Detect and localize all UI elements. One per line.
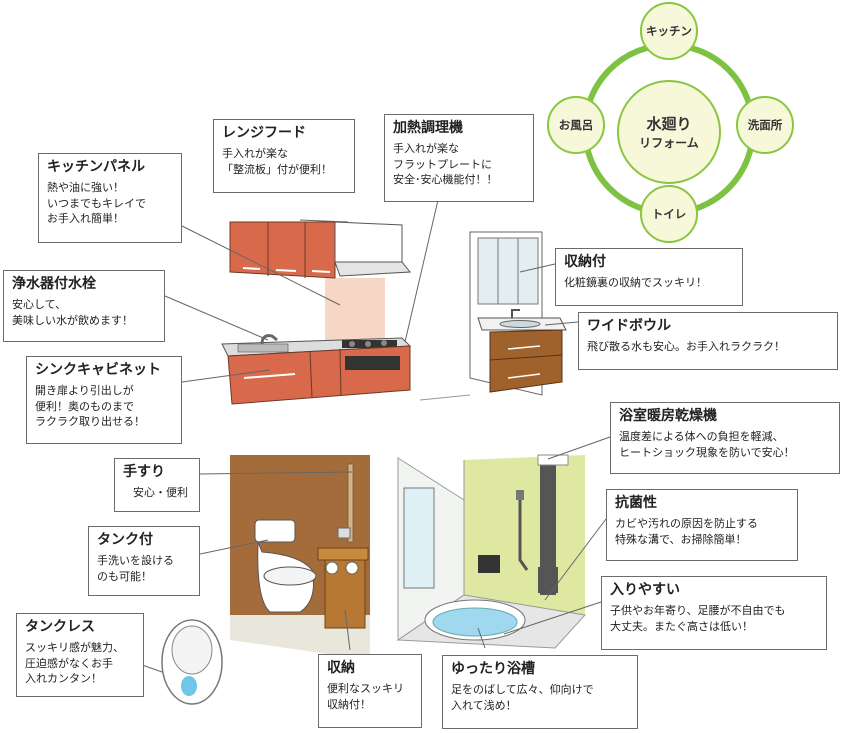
bathroom-illustration — [396, 454, 586, 649]
callout-body: 子供やお年寄り、足腰が不自由でも 大丈夫。またぐ高さは低い！ — [610, 604, 786, 633]
callout-sink-cabinet: シンクキャビネット 開き扉より引出しが 便利！奥のものまで ラクラク取り出せる！ — [26, 356, 182, 444]
callout-body: 化粧鏡裏の収納でスッキリ！ — [564, 276, 707, 289]
callout-title: 収納付 — [564, 254, 606, 270]
callout-title: タンクレス — [25, 619, 95, 635]
callout-tankless: タンクレス スッキリ感が魅力、 圧迫感がなくお手 入れカンタン！ — [16, 613, 144, 697]
callout-title: シンクキャビネット — [35, 362, 161, 378]
hub-center: 水廻り リフォーム — [617, 80, 721, 184]
callout-title: 入りやすい — [610, 582, 680, 598]
callout-title: ワイドボウル — [587, 318, 671, 334]
callout-body: 温度差による体への負担を軽減、 ヒートショック現象を防いで安心！ — [619, 430, 795, 459]
callout-body: スッキリ感が魅力、 圧迫感がなくお手 入れカンタン！ — [25, 641, 124, 685]
callout-easy-entry: 入りやすい 子供やお年寄り、足腰が不自由でも 大丈夫。またぐ高さは低い！ — [601, 576, 827, 650]
callout-title: 収納 — [327, 660, 355, 676]
callout-antibacterial: 抗菌性 カビや汚れの原因を防止する 特殊な溝で、お掃除簡単！ — [606, 489, 798, 561]
callout-body: 熱や油に強い！ いつまでもキレイで お手入れ簡単！ — [47, 181, 146, 225]
callout-body: 開き扉より引出しが 便利！奥のものまで ラクラク取り出せる！ — [35, 384, 145, 428]
callout-body: 飛び散る水も安心。お手入れラクラク！ — [587, 340, 785, 353]
callout-bath-dryer: 浴室暖房乾燥機 温度差による体への負担を軽減、 ヒートショック現象を防いで安心！ — [610, 402, 840, 474]
callout-body: 手入れが楽な 「整流板」付が便利！ — [222, 147, 332, 176]
callout-body: カビや汚れの原因を防止する 特殊な溝で、お掃除簡単！ — [615, 517, 758, 546]
callout-handrail: 手すり 安心・便利 — [114, 458, 200, 512]
callout-cooker: 加熱調理機 手入れが楽な フラットプレートに 安全･安心機能付！！ — [384, 114, 534, 202]
toilet-room-illustration — [230, 455, 370, 660]
callout-title: 手すり — [123, 464, 165, 480]
callout-storage-mirror: 収納付 化粧鏡裏の収納でスッキリ！ — [555, 248, 743, 306]
callout-body: 安心・便利 — [133, 486, 188, 499]
callout-title: 抗菌性 — [615, 495, 657, 511]
tankless-toilet-illustration — [161, 619, 223, 705]
callout-title: 浴室暖房乾燥機 — [619, 408, 717, 424]
callout-relax-tub: ゆったり浴槽 足をのばして広々、仰向けで 入れて浅め！ — [442, 655, 638, 729]
callout-body: 便利なスッキリ 収納付！ — [327, 682, 404, 711]
hub-title: 水廻り — [646, 115, 692, 133]
callout-title: キッチンパネル — [47, 159, 145, 175]
callout-toilet-storage: 収納 便利なスッキリ 収納付！ — [318, 654, 422, 728]
callout-title: 加熱調理機 — [393, 120, 463, 136]
callout-wide-bowl: ワイドボウル 飛び散る水も安心。お手入れラクラク！ — [578, 312, 838, 370]
callout-body: 足をのばして広々、仰向けで 入れて浅め！ — [451, 683, 594, 712]
callout-title: ゆったり浴槽 — [451, 661, 535, 677]
callout-faucet: 浄水器付水栓 安心して、 美味しい水が飲めます！ — [3, 270, 165, 342]
callout-body: 安心して、 美味しい水が飲めます！ — [12, 298, 133, 327]
hub-node-toilet: トイレ — [640, 185, 698, 243]
callout-body: 手洗いを設ける のも可能！ — [97, 554, 174, 583]
vanity-illustration — [469, 231, 567, 396]
kitchen-illustration — [221, 221, 471, 405]
callout-title: タンク付 — [97, 532, 153, 548]
hub-subtitle: リフォーム — [639, 136, 699, 150]
callout-body: 手入れが楽な フラットプレートに 安全･安心機能付！！ — [393, 142, 498, 186]
callout-range-hood: レンジフード 手入れが楽な 「整流板」付が便利！ — [213, 119, 355, 193]
callout-title: レンジフード — [222, 125, 306, 141]
callout-title: 浄水器付水栓 — [12, 276, 96, 292]
hub-node-washroom: 洗面所 — [736, 96, 794, 154]
callout-kitchen-panel: キッチンパネル 熱や油に強い！ いつまでもキレイで お手入れ簡単！ — [38, 153, 182, 243]
hub-node-kitchen: キッチン — [640, 2, 698, 60]
hub-node-bath: お風呂 — [547, 96, 605, 154]
callout-tank: タンク付 手洗いを設ける のも可能！ — [88, 526, 200, 596]
